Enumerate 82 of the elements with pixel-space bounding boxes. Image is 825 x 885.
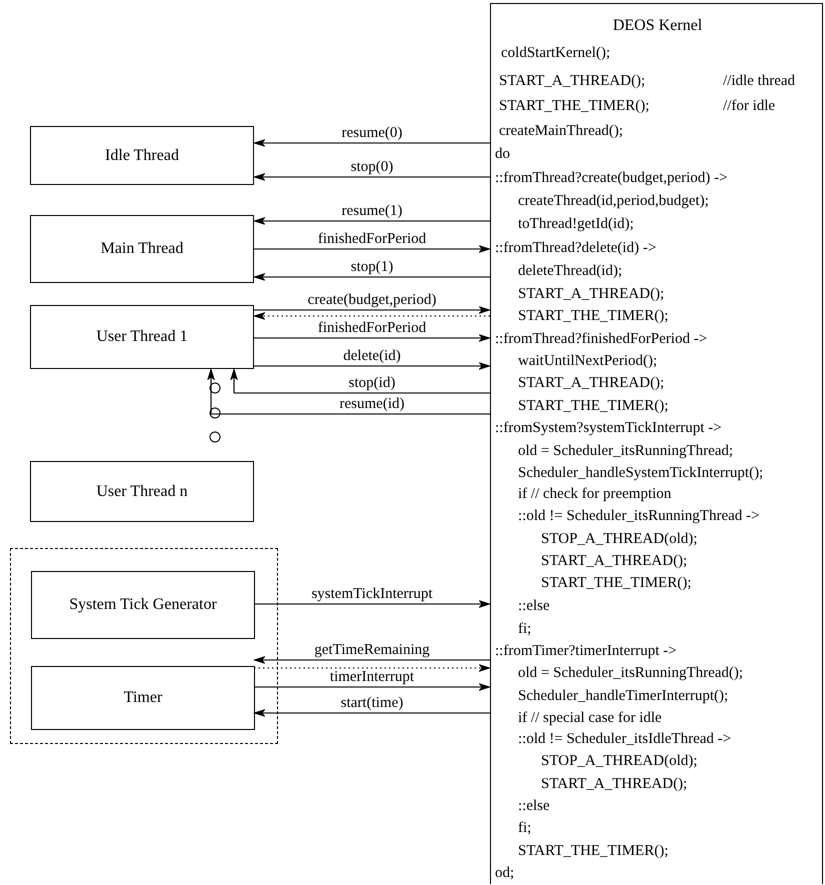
code-line: waitUntilNextPeriod(); [518,352,658,370]
code-line: Scheduler_handleSystemTickInterrupt(); [518,464,764,482]
code-line: ::old != Scheduler_itsIdleThread -> [518,730,732,748]
edge-label: systemTickInterrupt [309,586,435,602]
process-box [30,126,254,185]
code-line: deleteThread(id); [518,262,622,280]
code-line: START_A_THREAD(); [518,374,664,392]
arrow [254,600,490,608]
code-line: START_THE_TIMER(); [541,574,692,592]
arrow [207,368,490,415]
arrow [254,173,490,181]
box-label: User Thread n [96,482,188,500]
arrow [254,306,490,314]
code-line: START_THE_TIMER(); [518,307,668,325]
edge-label: stop(0) [348,159,396,175]
arrow [254,656,490,664]
code-line: old = Scheduler_itsRunningThread(); [518,664,744,682]
edge-label: timerInterrupt [328,669,416,685]
code-line: STOP_A_THREAD(old); [541,530,698,548]
box-label: User Thread 1 [96,328,188,346]
arrow [254,334,490,342]
edge-label: stop(1) [348,259,396,275]
dotted-arrow [254,312,490,320]
code-line: if // check for preemption [518,485,672,503]
code-line: if // special case for idle [518,709,662,727]
code-line: START_THE_TIMER(); [518,842,668,860]
process-box [30,461,254,522]
code-line: START_A_THREAD(); [541,775,688,793]
box-label: System Tick Generator [69,596,217,614]
kernel-box [490,3,823,884]
arrow [254,245,490,253]
code-line: START_A_THREAD(); [518,285,664,303]
arrow [254,709,490,717]
code-line: fi; [518,819,532,837]
kernel-title: DEOS Kernel [612,17,704,35]
code-line: ::fromSystem?systemTickInterrupt -> [495,419,722,437]
arrow [254,273,490,281]
code-line: old = Scheduler_itsRunningThread; [518,442,734,460]
edge-label: start(time) [338,695,406,711]
edge-label: resume(0) [340,125,404,141]
code-line: START_THE_TIMER(); [518,397,668,415]
code-line: ::fromThread?delete(id) -> [495,239,656,257]
box-label: Timer [124,689,162,707]
code-line: do [495,145,510,163]
code-line: ::old != Scheduler_itsRunningThread -> [518,507,760,525]
code-line: createMainThread(); [499,122,624,140]
code-line: ::fromThread?create(budget,period) -> [495,169,728,187]
arrow [254,217,490,225]
code-line: createThread(id,period,budget); [518,192,709,210]
edge-label: resume(1) [340,203,404,219]
code-line: od; [495,864,514,882]
box-label: Idle Thread [105,146,179,164]
box-label: Main Thread [100,240,184,258]
code-line: coldStartKernel(); [501,44,610,62]
edge-label: delete(id) [341,348,403,364]
process-box [30,215,254,283]
dashed-group-box [10,548,278,744]
code-line: //for idle [723,97,776,115]
process-box [31,571,255,639]
code-line: fi; [518,620,532,638]
dotted-arrow [254,664,490,672]
code-line: START_THE_TIMER(); [499,97,650,115]
code-line: toThread!getId(id); [518,215,634,233]
arrow [254,139,490,147]
arrow [254,362,490,370]
code-line: STOP_A_THREAD(old); [541,752,698,770]
edge-label: create(budget,period) [306,292,438,308]
code-line: Scheduler_handleTimerInterrupt(); [518,687,728,705]
code-line: ::else [518,597,550,615]
arrow [230,368,490,394]
process-box [30,305,254,369]
code-line: START_A_THREAD(); [499,72,646,90]
code-line: //idle thread [723,72,796,90]
code-line: START_A_THREAD(); [541,552,688,570]
arrow [254,683,490,691]
code-line: ::fromTimer?timerInterrupt -> [495,642,677,660]
edge-label: resume(id) [338,396,406,412]
edge-label: stop(id) [346,375,398,391]
code-line: ::else [518,797,550,815]
code-line: ::fromThread?finishedForPeriod -> [495,330,708,348]
process-box [31,666,255,730]
edge-label: getTimeRemaining [312,642,432,658]
